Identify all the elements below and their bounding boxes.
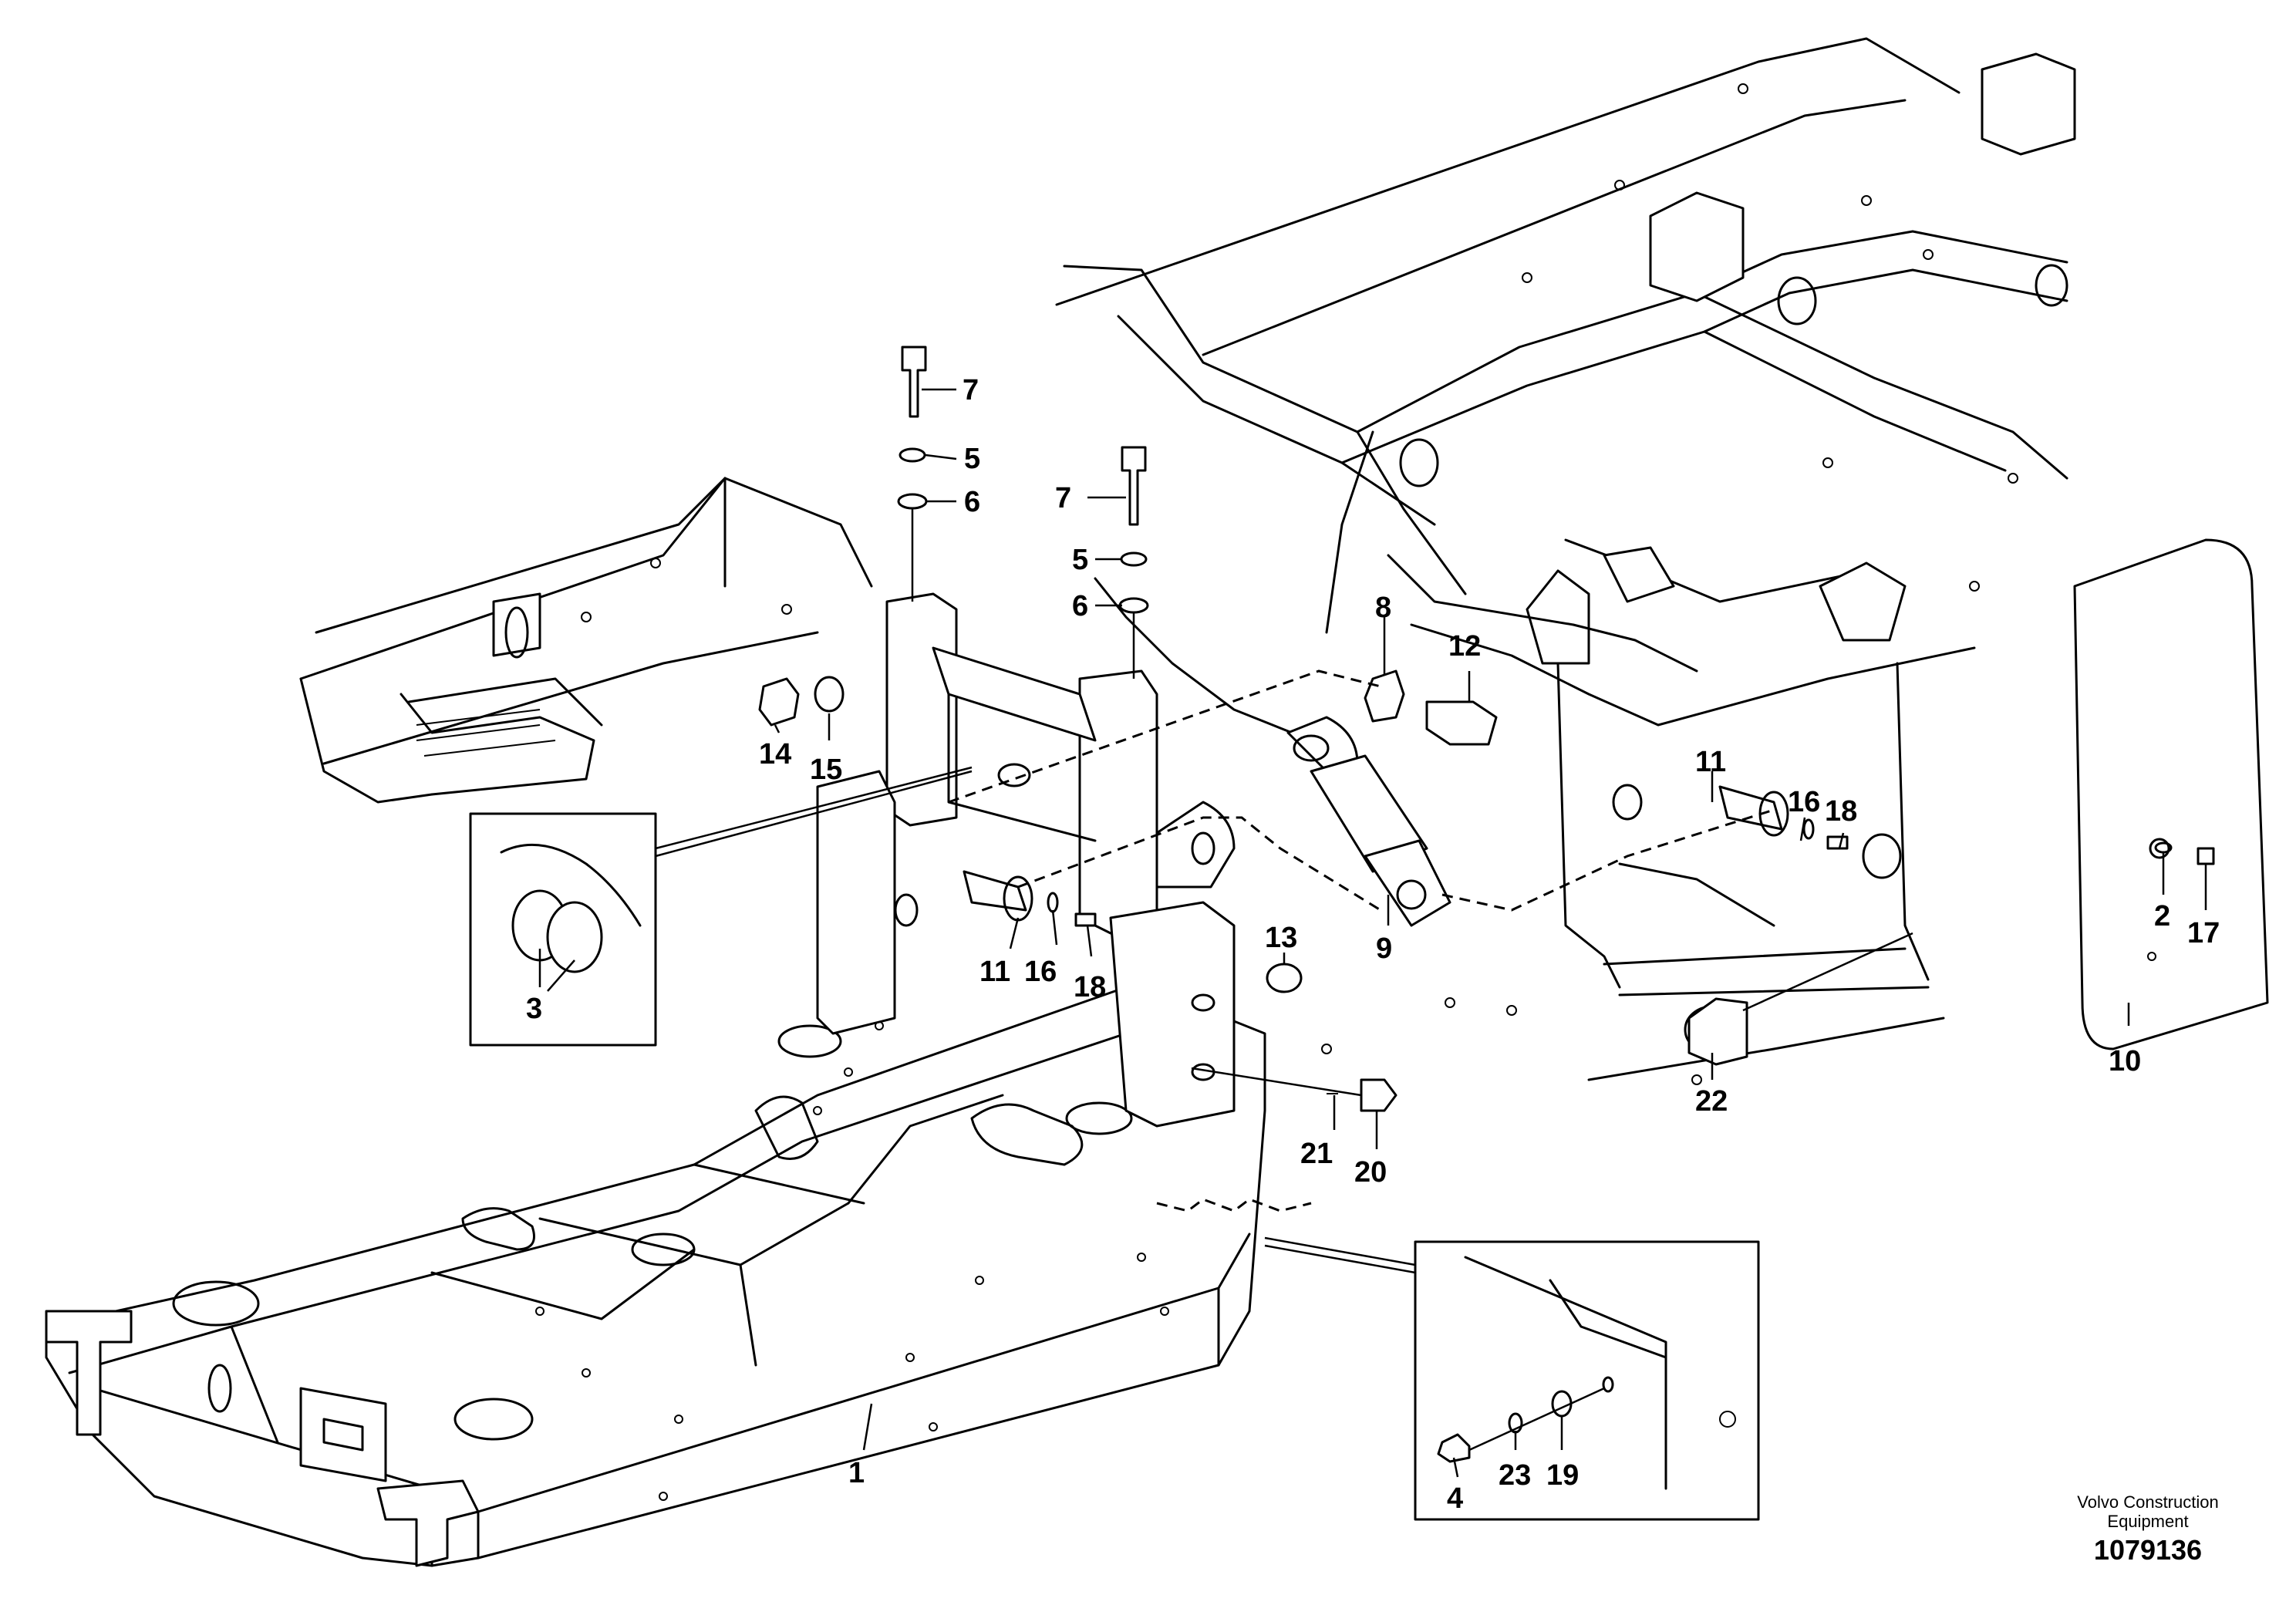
detail-inset-bushings [469, 766, 973, 1047]
callout-16b: 16 [1788, 786, 1820, 818]
callout-11b: 11 [1695, 746, 1726, 778]
callout-18b: 18 [1825, 795, 1857, 828]
alignment-lines [948, 669, 1775, 912]
callout-13: 13 [1265, 922, 1297, 954]
callout-4: 4 [1447, 1482, 1463, 1515]
callout-14: 14 [759, 738, 791, 771]
callout-21: 21 [1300, 1138, 1333, 1170]
callout-12: 12 [1448, 630, 1481, 663]
detail-inset-fasteners [1264, 1236, 1760, 1521]
callout-7b: 7 [1055, 482, 1071, 514]
callout-18a: 18 [1074, 971, 1106, 1003]
cylinder-assembly [1286, 716, 1451, 927]
callout-5b: 5 [1072, 544, 1088, 576]
rear-cab-frame [299, 477, 873, 804]
callout-17: 17 [2187, 917, 2220, 949]
callout-16a: 16 [1024, 956, 1057, 988]
callout-labels: 7 5 6 7 5 6 14 15 8 12 9 11 16 18 11 16 … [526, 374, 2220, 1515]
callout-5a: 5 [964, 443, 980, 475]
callout-6a: 6 [964, 486, 980, 518]
callout-11a: 11 [979, 956, 1010, 988]
frame-pillars [816, 592, 1236, 1128]
callout-9: 9 [1376, 932, 1392, 965]
callout-2: 2 [2154, 900, 2170, 932]
drawing-number: 1079136 [2094, 1534, 2202, 1566]
callout-10: 10 [2109, 1045, 2141, 1077]
callout-leaders [774, 388, 2207, 1478]
callout-22: 22 [1695, 1085, 1728, 1118]
callout-15: 15 [810, 754, 842, 786]
callout-19: 19 [1546, 1459, 1579, 1492]
callout-3: 3 [526, 993, 542, 1025]
lower-frame [45, 986, 1312, 1567]
callout-6b: 6 [1072, 590, 1088, 622]
callout-23: 23 [1499, 1459, 1531, 1492]
credit-company-sub: Equipment [2107, 1512, 2188, 1531]
credit-company: Volvo Construction [2077, 1492, 2218, 1512]
callout-20: 20 [1354, 1156, 1387, 1189]
callout-1: 1 [848, 1457, 865, 1489]
callout-7a: 7 [963, 374, 979, 406]
callout-8: 8 [1375, 592, 1391, 624]
upper-frame-assembly [1055, 37, 2076, 1085]
side-panel [2073, 538, 2269, 1050]
credit-block: Volvo Construction Equipment 1079136 [2077, 1492, 2218, 1566]
